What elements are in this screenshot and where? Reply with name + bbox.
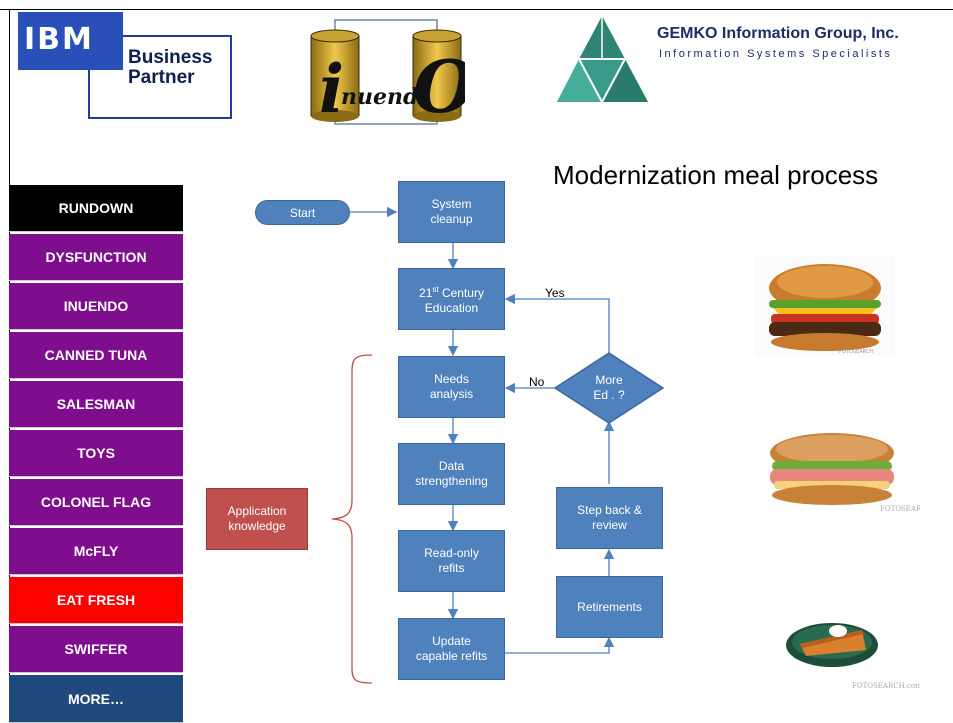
education-21: 21	[419, 286, 433, 300]
sidebar-item-dysfunction[interactable]: DYSFUNCTION	[9, 234, 183, 281]
education-st: st	[432, 285, 439, 294]
start-node[interactable]: Start	[255, 200, 350, 225]
inuendo-word: nuend	[341, 84, 418, 110]
edge-label-no: No	[529, 375, 545, 389]
inuendo-loop-top	[334, 19, 438, 32]
ibm-logo-blue-block: IBM	[18, 12, 123, 70]
retirements-node[interactable]: Retirements	[556, 576, 663, 638]
cylinder-left-icon	[310, 29, 360, 122]
application-knowledge-node[interactable]: Application knowledge	[206, 488, 308, 550]
ibm-wordmark: IBM	[24, 22, 94, 57]
sidebar-item-rundown[interactable]: RUNDOWN	[9, 185, 183, 232]
business-partner-text: Business Partner	[128, 48, 212, 88]
system-cleanup-label: System cleanup	[430, 197, 472, 227]
application-knowledge-brace	[331, 354, 373, 684]
sidebar-item-colonel-flag[interactable]: COLONEL FLAG	[9, 479, 183, 526]
education-line2: Education	[424, 301, 479, 315]
gemko-triangle-logo	[557, 16, 648, 103]
more-education-line1: More	[595, 373, 623, 387]
needs-analysis-label: Needs analysis	[430, 372, 473, 402]
burger-watermark: FOTOSEARCH	[839, 349, 873, 355]
data-strengthening-line1: Data	[438, 459, 465, 473]
read-only-refits-node[interactable]: Read-only refits	[398, 530, 505, 592]
application-knowledge-line2: knowledge	[228, 519, 286, 533]
sidebar-item-swiffer[interactable]: SWIFFER	[9, 626, 183, 673]
sidebar-item-more[interactable]: MORE…	[9, 675, 183, 723]
ibm-business-partner-logo: IBM Business Partner	[18, 12, 234, 119]
sidebar-item-toys[interactable]: TOYS	[9, 430, 183, 477]
update-capable-refits-node[interactable]: Update capable refits	[398, 618, 505, 680]
business-partner-line1: Business	[128, 47, 213, 68]
sidebar-item-eat-fresh[interactable]: EAT FRESH	[9, 577, 183, 624]
sidebar-item-canned-tuna[interactable]: CANNED TUNA	[9, 332, 183, 379]
arrow-update-to-retirements	[505, 636, 615, 654]
application-knowledge-label: Application knowledge	[228, 504, 287, 534]
education-node[interactable]: 21st Century Education	[398, 268, 505, 330]
education-century: Century	[438, 286, 484, 300]
more-education-label: More Ed . ?	[579, 373, 639, 403]
gemko-tagline: Information Systems Specialists	[659, 48, 893, 60]
inuendo-letter-i: i	[319, 50, 344, 128]
update-capable-refits-line2: capable refits	[415, 649, 488, 663]
needs-analysis-line1: Needs	[434, 372, 469, 386]
cylinder-right-icon	[412, 29, 462, 122]
step-back-review-line2: review	[592, 518, 627, 532]
pie-image: FOTOSEARCH.com	[786, 623, 920, 690]
slide-border-top	[0, 9, 953, 10]
system-cleanup-node[interactable]: System cleanup	[398, 181, 505, 243]
gemko-company-name: GEMKO Information Group, Inc.	[657, 25, 899, 42]
data-strengthening-node[interactable]: Data strengthening	[398, 443, 505, 505]
arrow-decision-yes	[504, 293, 610, 354]
update-capable-refits-line1: Update	[432, 634, 471, 648]
pie-watermark: FOTOSEARCH.com	[852, 682, 920, 690]
read-only-refits-line1: Read-only	[424, 546, 479, 560]
read-only-refits-line2: refits	[438, 561, 465, 575]
diagram-title: Modernization meal process	[553, 160, 879, 190]
step-back-review-line1: Step back &	[577, 503, 642, 517]
read-only-refits-label: Read-only refits	[424, 546, 479, 576]
sandwich-image: FOTOSEARCH.com	[770, 433, 920, 513]
inuendo-logo: i nuend O	[310, 19, 465, 129]
business-partner-line2: Partner	[128, 67, 195, 88]
edge-label-yes: Yes	[545, 286, 565, 300]
needs-analysis-line2: analysis	[429, 387, 474, 401]
education-label: 21st Century Education	[419, 282, 484, 316]
more-education-decision[interactable]	[553, 352, 665, 424]
inuendo-letter-o: O	[413, 44, 465, 129]
sidebar-item-mcfly[interactable]: McFLY	[9, 528, 183, 575]
burger-image: FOTOSEARCH	[755, 256, 895, 356]
step-back-review-label: Step back & review	[577, 503, 642, 533]
sidebar-item-inuendo[interactable]: INUENDO	[9, 283, 183, 330]
data-strengthening-label: Data strengthening	[415, 459, 488, 489]
application-knowledge-line1: Application	[227, 504, 287, 518]
more-education-line2: Ed . ?	[593, 388, 625, 402]
update-capable-refits-label: Update capable refits	[416, 634, 487, 664]
data-strengthening-line2: strengthening	[415, 474, 488, 488]
sidebar-item-salesman[interactable]: SALESMAN	[9, 381, 183, 428]
sandwich-watermark: FOTOSEARCH.com	[880, 505, 920, 513]
system-cleanup-line1: System	[431, 197, 472, 211]
needs-analysis-node[interactable]: Needs analysis	[398, 356, 505, 418]
step-back-review-node[interactable]: Step back & review	[556, 487, 663, 549]
education-line1: 21st Century	[419, 282, 484, 301]
system-cleanup-line2: cleanup	[430, 212, 473, 226]
